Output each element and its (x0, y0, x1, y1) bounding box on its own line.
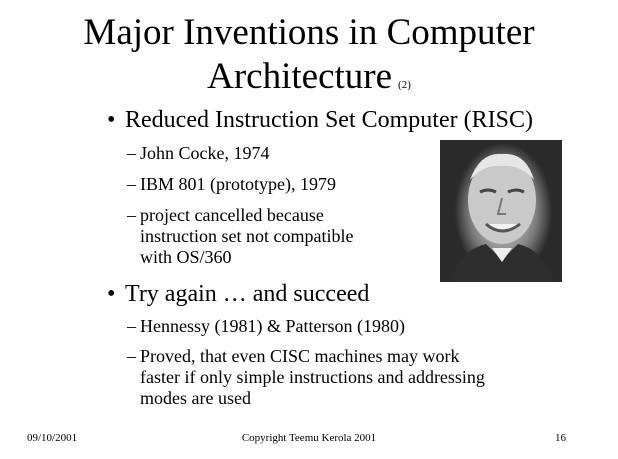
footer-page-number: 16 (555, 432, 566, 444)
bullet-risc: • Reduced Instruction Set Computer (RISC) (107, 108, 533, 132)
sub-bullet-line: IBM 801 (prototype), 1979 (140, 174, 336, 194)
portrait-photo (440, 140, 562, 282)
dash-symbol: – (127, 174, 136, 194)
sub-bullet-line: John Cocke, 1974 (140, 143, 270, 163)
sub-bullet-proved: – Proved, that even CISC machines may wo… (127, 346, 485, 409)
sub-bullet-line: Hennessy (1981) & Patterson (1980) (140, 316, 405, 336)
footer-date: 09/10/2001 (27, 432, 78, 444)
sub-bullet-line: modes are used (140, 388, 251, 408)
sub-bullet-ibm-801: – IBM 801 (prototype), 1979 (127, 174, 336, 195)
slide-title-continued: Architecture (2) (0, 58, 618, 95)
dash-symbol: – (127, 143, 136, 163)
bullet-try-again: • Try again … and succeed (107, 282, 369, 306)
dash-symbol: – (127, 316, 136, 336)
sub-bullet-hennessy-patterson: – Hennessy (1981) & Patterson (1980) (127, 316, 405, 337)
sub-bullet-line: Proved, that even CISC machines may work (140, 346, 460, 366)
title-line-1: Major Inventions in Computer (83, 12, 535, 53)
dash-symbol: – (127, 346, 136, 366)
title-suffix: (2) (398, 79, 411, 91)
bullet-symbol: • (107, 281, 116, 307)
sub-bullet-line: instruction set not compatible (140, 226, 354, 246)
sub-bullet-line: faster if only simple instructions and a… (140, 367, 485, 387)
portrait-illustration (450, 153, 554, 282)
sub-bullet-john-cocke: – John Cocke, 1974 (127, 143, 270, 164)
sub-bullet-line: with OS/360 (140, 247, 232, 267)
sub-bullet-project-cancelled: – project cancelled because instruction … (127, 205, 353, 268)
bullet-symbol: • (107, 107, 116, 133)
slide-title: Major Inventions in Computer (0, 14, 618, 51)
sub-bullet-line: project cancelled because (140, 205, 324, 225)
title-line-2: Architecture (207, 56, 393, 97)
footer-copyright: Copyright Teemu Kerola 2001 (241, 432, 377, 444)
dash-symbol: – (127, 205, 136, 225)
bullet-text: Reduced Instruction Set Computer (RISC) (125, 107, 533, 133)
bullet-text: Try again … and succeed (125, 281, 370, 307)
